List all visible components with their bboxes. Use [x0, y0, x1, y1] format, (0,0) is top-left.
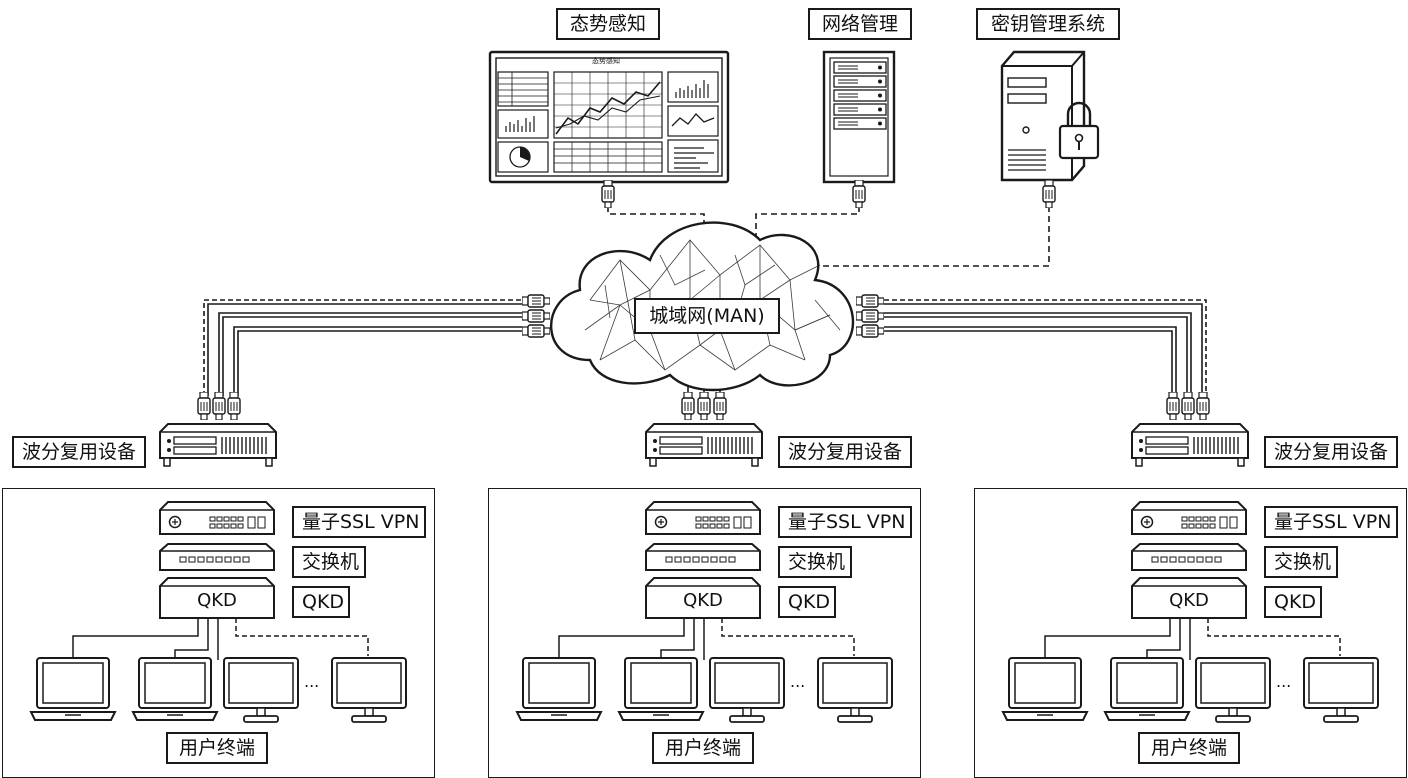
wdm-label: 波分复用设备	[778, 436, 912, 468]
user-terminals-label: 用户终端	[1138, 732, 1240, 764]
wdm-label: 波分复用设备	[12, 436, 146, 468]
dashboard-screen-icon	[488, 50, 730, 208]
site-right-graphics	[1002, 392, 1379, 723]
user-terminals-label: 用户终端	[166, 732, 268, 764]
key-management-server-icon	[1000, 50, 1100, 208]
user-terminals-label: 用户终端	[652, 732, 754, 764]
qkd-label: QKD	[292, 586, 350, 618]
switch-label: 交换机	[778, 546, 852, 578]
switch-label: 交换机	[1264, 546, 1338, 578]
quantum-ssl-vpn-label: 量子SSL VPN	[778, 506, 912, 538]
trunk-right	[884, 299, 1207, 396]
ellipsis: ...	[304, 672, 320, 691]
qkd-device-text: QKD	[197, 590, 237, 611]
switch-label: 交换机	[292, 546, 366, 578]
quantum-ssl-vpn-label: 量子SSL VPN	[1264, 506, 1398, 538]
situation-awareness-label: 态势感知	[556, 8, 660, 40]
ellipsis: ...	[1276, 672, 1292, 691]
dashboard-header: 态势感知	[592, 57, 620, 65]
qkd-device-text: QKD	[683, 590, 723, 611]
trunk-left	[203, 299, 522, 396]
man-cloud-label: 城域网(MAN)	[634, 298, 780, 334]
qkd-label: QKD	[1264, 586, 1322, 618]
site-left-graphics	[30, 392, 407, 723]
quantum-ssl-vpn-label: 量子SSL VPN	[292, 506, 426, 538]
network-management-server-icon	[822, 50, 896, 208]
qkd-device-text: QKD	[1169, 590, 1209, 611]
ellipsis: ...	[790, 672, 806, 691]
qkd-label: QKD	[778, 586, 836, 618]
site-middle-graphics	[516, 423, 893, 723]
key-management-system-label: 密钥管理系统	[976, 8, 1120, 40]
wdm-label: 波分复用设备	[1264, 436, 1398, 468]
network-management-label: 网络管理	[808, 8, 912, 40]
